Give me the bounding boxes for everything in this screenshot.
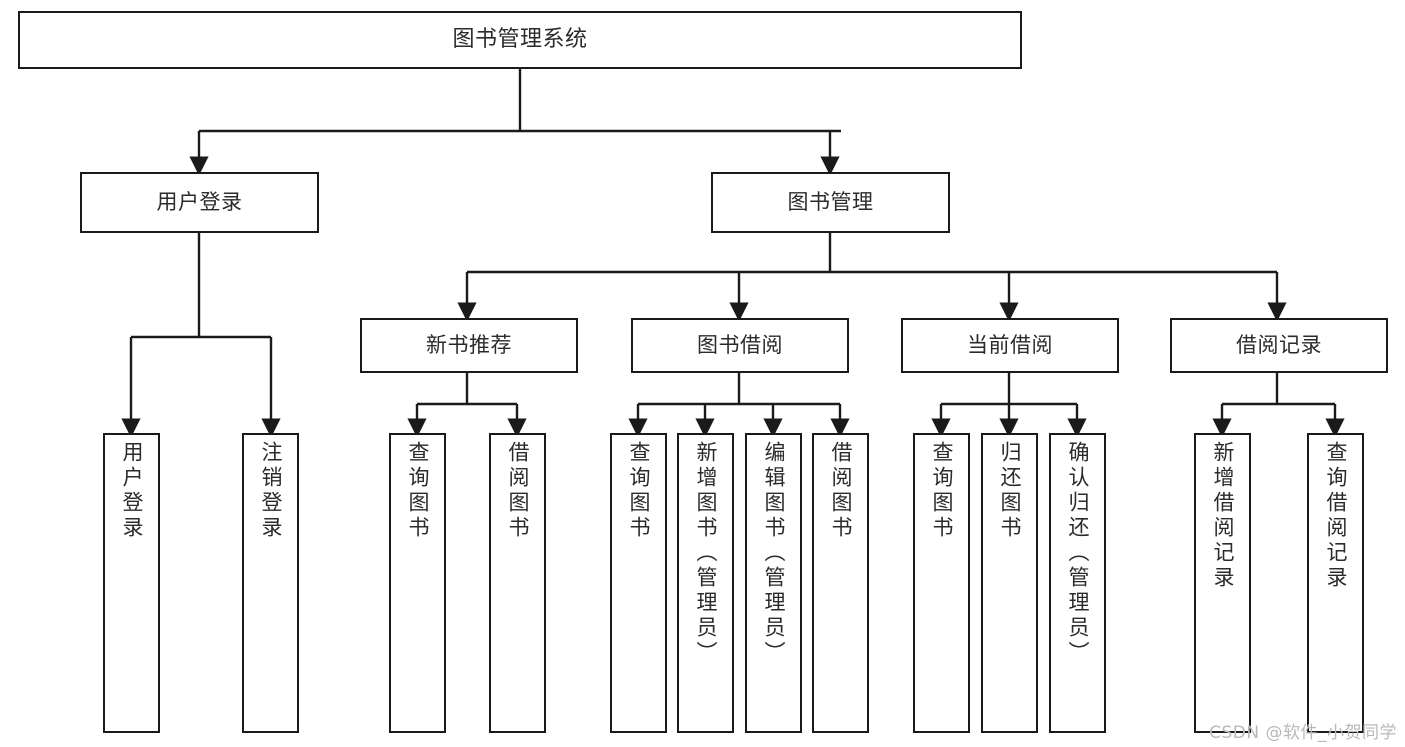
- node-root[interactable]: 图书管理系统: [18, 11, 1022, 69]
- node-book-management-label: 图书管理: [787, 190, 874, 214]
- node-user-login[interactable]: 用户登录: [80, 172, 319, 233]
- leaf-label: 查询图书: [930, 441, 954, 541]
- leaf-borrow-add-book-admin[interactable]: 新增图书（管理员）: [677, 433, 734, 733]
- leaf-records-add-record[interactable]: 新增借阅记录: [1194, 433, 1251, 733]
- node-new-book-recommend[interactable]: 新书推荐: [360, 318, 578, 373]
- node-root-label: 图书管理系统: [452, 27, 588, 52]
- leaf-user-login-signin[interactable]: 用户登录: [103, 433, 160, 733]
- leaf-label: 新增借阅记录: [1211, 441, 1235, 591]
- leaf-label: 编辑图书（管理员）: [762, 441, 786, 666]
- leaf-borrow-edit-book-admin[interactable]: 编辑图书（管理员）: [745, 433, 802, 733]
- leaf-label: 借阅图书: [506, 441, 530, 541]
- leaf-current-return-book[interactable]: 归还图书: [981, 433, 1038, 733]
- leaf-label: 查询借阅记录: [1324, 441, 1348, 591]
- leaf-label: 确认归还（管理员）: [1066, 441, 1090, 666]
- leaf-records-query-record[interactable]: 查询借阅记录: [1307, 433, 1364, 733]
- node-current-borrow-label: 当前借阅: [967, 333, 1053, 357]
- leaf-label: 查询图书: [627, 441, 651, 541]
- leaf-new-book-borrow[interactable]: 借阅图书: [489, 433, 546, 733]
- leaf-user-login-signout[interactable]: 注销登录: [242, 433, 299, 733]
- node-borrow-records-label: 借阅记录: [1236, 333, 1322, 357]
- node-new-book-recommend-label: 新书推荐: [426, 333, 512, 357]
- leaf-borrow-borrow-book[interactable]: 借阅图书: [812, 433, 869, 733]
- leaf-label: 归还图书: [998, 441, 1022, 541]
- leaf-new-book-query[interactable]: 查询图书: [389, 433, 446, 733]
- leaf-label: 注销登录: [259, 441, 283, 541]
- node-user-login-label: 用户登录: [156, 190, 243, 214]
- leaf-current-query-book[interactable]: 查询图书: [913, 433, 970, 733]
- leaf-label: 查询图书: [406, 441, 430, 541]
- leaf-borrow-query-book[interactable]: 查询图书: [610, 433, 667, 733]
- node-book-management[interactable]: 图书管理: [711, 172, 950, 233]
- leaf-label: 新增图书（管理员）: [694, 441, 718, 666]
- node-book-borrow-label: 图书借阅: [697, 333, 783, 357]
- watermark: CSDN @软件_小贺同学: [1209, 723, 1397, 743]
- node-current-borrow[interactable]: 当前借阅: [901, 318, 1119, 373]
- node-book-borrow[interactable]: 图书借阅: [631, 318, 849, 373]
- node-borrow-records[interactable]: 借阅记录: [1170, 318, 1388, 373]
- leaf-label: 用户登录: [120, 441, 144, 541]
- leaf-current-confirm-return-admin[interactable]: 确认归还（管理员）: [1049, 433, 1106, 733]
- leaf-label: 借阅图书: [829, 441, 853, 541]
